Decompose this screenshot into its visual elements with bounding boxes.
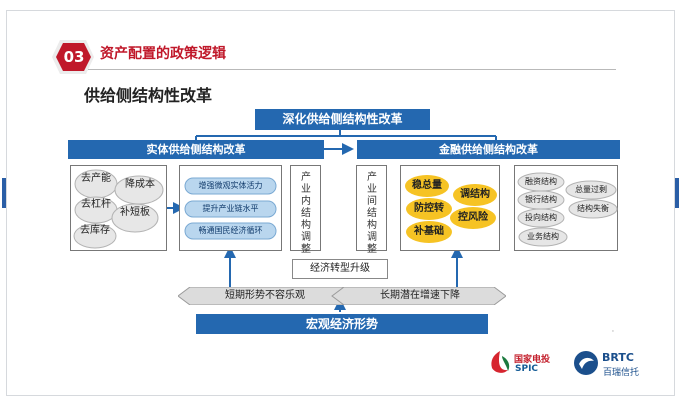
left-title-bar: 实体供给侧结构改革 [68,140,324,159]
left-goal-panel: 增强微观实体活力 提升产业链水平 畅通国民经济循环 [179,165,282,251]
cloud-structural-imbalance: 结构失衡 [577,204,609,213]
cloud-cut-cost: 降成本 [125,179,155,190]
brtc-name-cn: 百瑞信托 [603,368,640,378]
cloud-deleverage: 去杠杆 [81,199,111,210]
financial-goal-panel: 稳总量 调结构 防控转 控风险 补基础 [400,165,500,251]
brtc-name-en: BRTC [602,351,634,364]
brtc-logo-icon [573,350,599,376]
economic-transformation-box: 经济转型升级 [292,259,388,279]
pill-economic-cycle: 畅通国民经济循环 [198,226,263,235]
left-edge-marker [2,178,6,208]
cloud-business-structure: 业务结构 [527,232,559,241]
inter-industry-box: 产业间结构调整 [356,165,387,255]
right-title-bar: 金融供给侧结构改革 [357,140,620,159]
top-title-bar: 深化供给侧结构性改革 [255,109,430,130]
cloud-control-risk: 控风险 [458,212,488,223]
long-term-growth: 长期潜在增速下降 [380,290,460,301]
intra-industry-label: 产业内结构调整 [301,172,311,255]
cloud-prevent-shift: 防控转 [414,203,444,214]
cloud-stabilize-total: 稳总量 [412,180,442,191]
cloud-excess-total: 总量过剩 [575,185,607,194]
double-arrow-shape [178,287,506,305]
spic-name-cn: 国家电投 [514,355,551,365]
spic-name-en: SPIC [515,364,539,374]
section-title: 资产配置的政策逻辑 [100,46,226,62]
title-divider [88,69,616,70]
short-term-outlook: 短期形势不容乐观 [225,290,305,301]
section-badge-icon [52,38,96,76]
inter-industry-label: 产业间结构调整 [367,172,377,255]
cloud-bank-structure: 银行结构 [525,195,557,204]
cloud-fill-gaps: 补短板 [120,207,150,218]
spic-logo-icon [488,350,512,376]
left-cloud-panel: 去产能 降成本 去杠杆 补短板 去库存 [70,165,167,251]
cloud-financing-structure: 融资结构 [525,177,557,186]
decorative-mark: ' [612,329,614,337]
macro-economy-bar: 宏观经济形势 [196,314,488,334]
financial-structure-panel: 融资结构 总量过剩 银行结构 结构失衡 投向结构 业务结构 [514,165,618,251]
pill-micro-vitality: 增强微观实体活力 [198,181,263,190]
pill-industry-chain: 提升产业链水平 [202,204,259,213]
cloud-destock: 去库存 [80,225,110,236]
cloud-cut-capacity: 去产能 [81,173,111,184]
slide-subtitle: 供给侧结构性改革 [84,86,213,105]
intra-industry-box: 产业内结构调整 [290,165,321,255]
cloud-strengthen-base: 补基础 [414,226,444,237]
cloud-allocation-structure: 投向结构 [525,213,557,222]
section-number: 03 [63,48,85,66]
right-edge-marker [675,178,679,208]
cloud-adjust-structure: 调结构 [460,189,490,200]
